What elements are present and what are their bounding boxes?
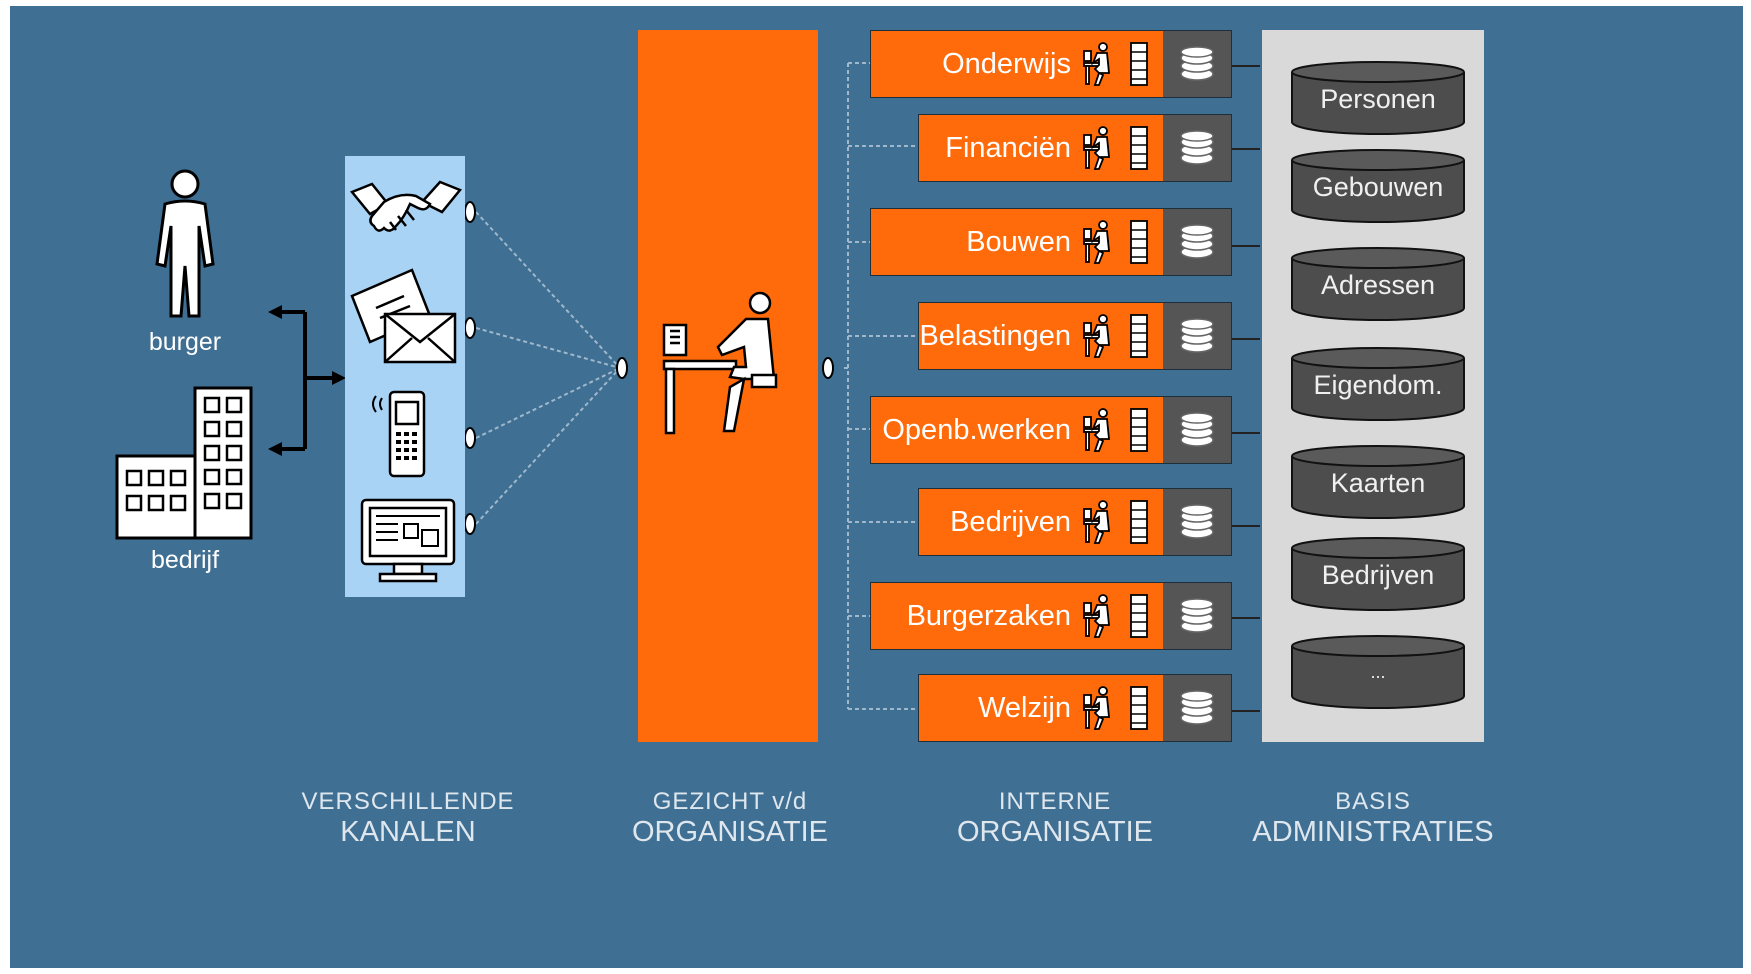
- database-label: Bedrijven: [1321, 560, 1435, 590]
- department-label: Welzijn: [978, 691, 1071, 724]
- database-label: Adressen: [1320, 270, 1436, 300]
- database-icon: [1180, 46, 1214, 81]
- mobile-phone-icon: [368, 384, 438, 479]
- department-row-burgerzaken: Burgerzaken: [870, 582, 1232, 650]
- database-cylinder: Personen: [1290, 60, 1466, 136]
- worker-server-icon: [1083, 314, 1148, 358]
- database-cylinder: Gebouwen: [1290, 148, 1466, 224]
- connector-lines: [268, 62, 1260, 712]
- department-row-belastingen: Belastingen: [918, 302, 1232, 370]
- section-title-line1: BASIS: [1335, 788, 1411, 815]
- department-row-bedrijven: Bedrijven: [918, 488, 1232, 556]
- database-icon: [1180, 690, 1214, 725]
- department-label: Openb.werken: [882, 413, 1071, 446]
- database-cylinder-shape: [1291, 445, 1465, 519]
- department-label: Burgerzaken: [906, 599, 1071, 632]
- section-title-line2: ORGANISATIE: [631, 815, 829, 848]
- computer-monitor-icon: [358, 496, 458, 584]
- database-icon: [1180, 318, 1214, 353]
- handshake-icon: [349, 178, 463, 248]
- database-cylinder-shape: [1291, 247, 1465, 321]
- database-cylinder: Eigendom.: [1290, 346, 1466, 422]
- building-icon: [115, 386, 255, 541]
- section-title-basis: BASIS ADMINISTRATIES: [1243, 788, 1503, 849]
- database-label: Personen: [1320, 84, 1436, 114]
- section-title-line1: VERSCHILLENDE: [301, 788, 515, 815]
- department-row-financien: Financiën: [918, 114, 1232, 182]
- person-icon: [145, 166, 225, 326]
- department-label: Financiën: [945, 131, 1071, 164]
- database-icon: [1180, 504, 1214, 539]
- department-row-welzijn: Welzijn: [918, 674, 1232, 742]
- department-label: Bouwen: [966, 225, 1071, 258]
- section-title-line2: ADMINISTRATIES: [1252, 815, 1494, 848]
- department-row-onderwijs: Onderwijs: [870, 30, 1232, 98]
- actor-label-bedrijf: bedrijf: [150, 546, 220, 574]
- department-row-openb-werken: Openb.werken: [870, 396, 1232, 464]
- database-icon: [1180, 224, 1214, 259]
- database-cylinder-shape: [1291, 61, 1465, 135]
- worker-server-icon: [1083, 126, 1148, 170]
- section-title-channels: VERSCHILLENDE KANALEN: [278, 788, 538, 849]
- section-title-line1: INTERNE: [998, 788, 1112, 815]
- database-cylinder-shape: [1291, 149, 1465, 223]
- worker-server-icon: [1083, 686, 1148, 730]
- database-cylinder: Adressen: [1290, 246, 1466, 322]
- worker-server-icon: [1083, 42, 1148, 86]
- department-row-bouwen: Bouwen: [870, 208, 1232, 276]
- database-label: ...: [1370, 662, 1386, 682]
- worker-server-icon: [1083, 220, 1148, 264]
- section-title-internal: INTERNE ORGANISATIE: [935, 788, 1175, 849]
- section-title-line2: ORGANISATIE: [956, 815, 1154, 848]
- database-icon: [1180, 130, 1214, 165]
- database-label: Kaarten: [1330, 468, 1426, 498]
- worker-server-icon: [1083, 594, 1148, 638]
- department-label: Belastingen: [919, 319, 1071, 352]
- database-cylinder: Kaarten: [1290, 444, 1466, 520]
- database-cylinder-shape: [1291, 635, 1465, 709]
- database-cylinder: Bedrijven: [1290, 536, 1466, 612]
- diagram-canvas: burger bedrijf: [10, 6, 1743, 968]
- worker-server-icon: [1083, 408, 1148, 452]
- envelope-icon: [350, 266, 460, 366]
- database-icon: [1180, 598, 1214, 633]
- seated-employee-icon: [660, 291, 790, 436]
- database-cylinder-shape: [1291, 347, 1465, 421]
- worker-server-icon: [1083, 500, 1148, 544]
- section-title-face: GEZICHT v/d ORGANISATIE: [610, 788, 850, 849]
- actor-label-burger: burger: [148, 328, 222, 356]
- section-title-line2: KANALEN: [340, 815, 476, 848]
- department-label: Bedrijven: [950, 505, 1071, 538]
- database-label: Eigendom.: [1313, 370, 1443, 400]
- department-label: Onderwijs: [942, 47, 1071, 80]
- database-cylinder: ...: [1290, 634, 1466, 710]
- database-icon: [1180, 412, 1214, 447]
- database-cylinder-shape: [1291, 537, 1465, 611]
- section-title-line1: GEZICHT v/d: [652, 788, 808, 815]
- database-label: Gebouwen: [1312, 172, 1444, 202]
